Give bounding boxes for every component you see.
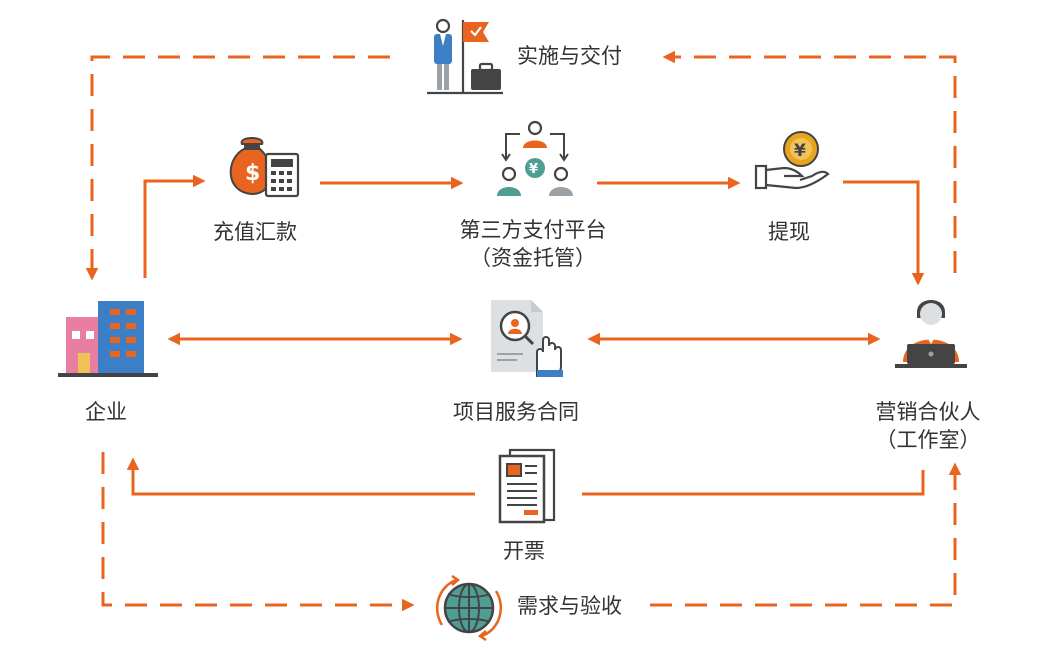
partner-label: 营销合伙人 （工作室） <box>863 398 993 455</box>
office-building-icon <box>58 301 158 377</box>
globe-cycle-icon <box>436 575 502 641</box>
invoice-document-icon <box>498 448 556 524</box>
svg-text:$: $ <box>245 161 260 186</box>
platform-label: 第三方支付平台 （资金托管） <box>448 216 618 273</box>
hand-yuan-coin-icon: ¥ <box>754 131 830 190</box>
partner-label-line2: （工作室） <box>875 428 981 453</box>
contract-label: 项目服务合同 <box>453 400 579 424</box>
money-flow-arrows <box>143 174 925 286</box>
implement-deliver-label: 实施与交付 <box>517 44 622 68</box>
enterprise-label: 企业 <box>85 400 127 424</box>
person-flag-briefcase-icon <box>427 18 503 95</box>
demand-accept-label: 需求与验收 <box>517 594 622 618</box>
people-yuan-exchange-icon: ¥ <box>497 120 573 196</box>
invoice-arrows <box>126 457 925 496</box>
person-laptop-icon <box>895 300 967 368</box>
platform-label-line1: 第三方支付平台 <box>459 218 607 242</box>
dashed-flow-top <box>85 50 957 281</box>
invoice-label: 开票 <box>503 539 545 563</box>
withdraw-label: 提现 <box>768 220 810 244</box>
document-search-hand-icon <box>491 300 563 377</box>
money-bag-calculator-icon: $ <box>229 137 300 198</box>
recharge-label: 充值汇款 <box>213 220 297 244</box>
svg-text:¥: ¥ <box>529 162 538 177</box>
svg-text:¥: ¥ <box>794 141 806 161</box>
partner-label-line1: 营销合伙人 <box>875 400 981 424</box>
platform-label-line2: （资金托管） <box>470 246 596 271</box>
dashed-flow-bottom <box>101 452 962 612</box>
